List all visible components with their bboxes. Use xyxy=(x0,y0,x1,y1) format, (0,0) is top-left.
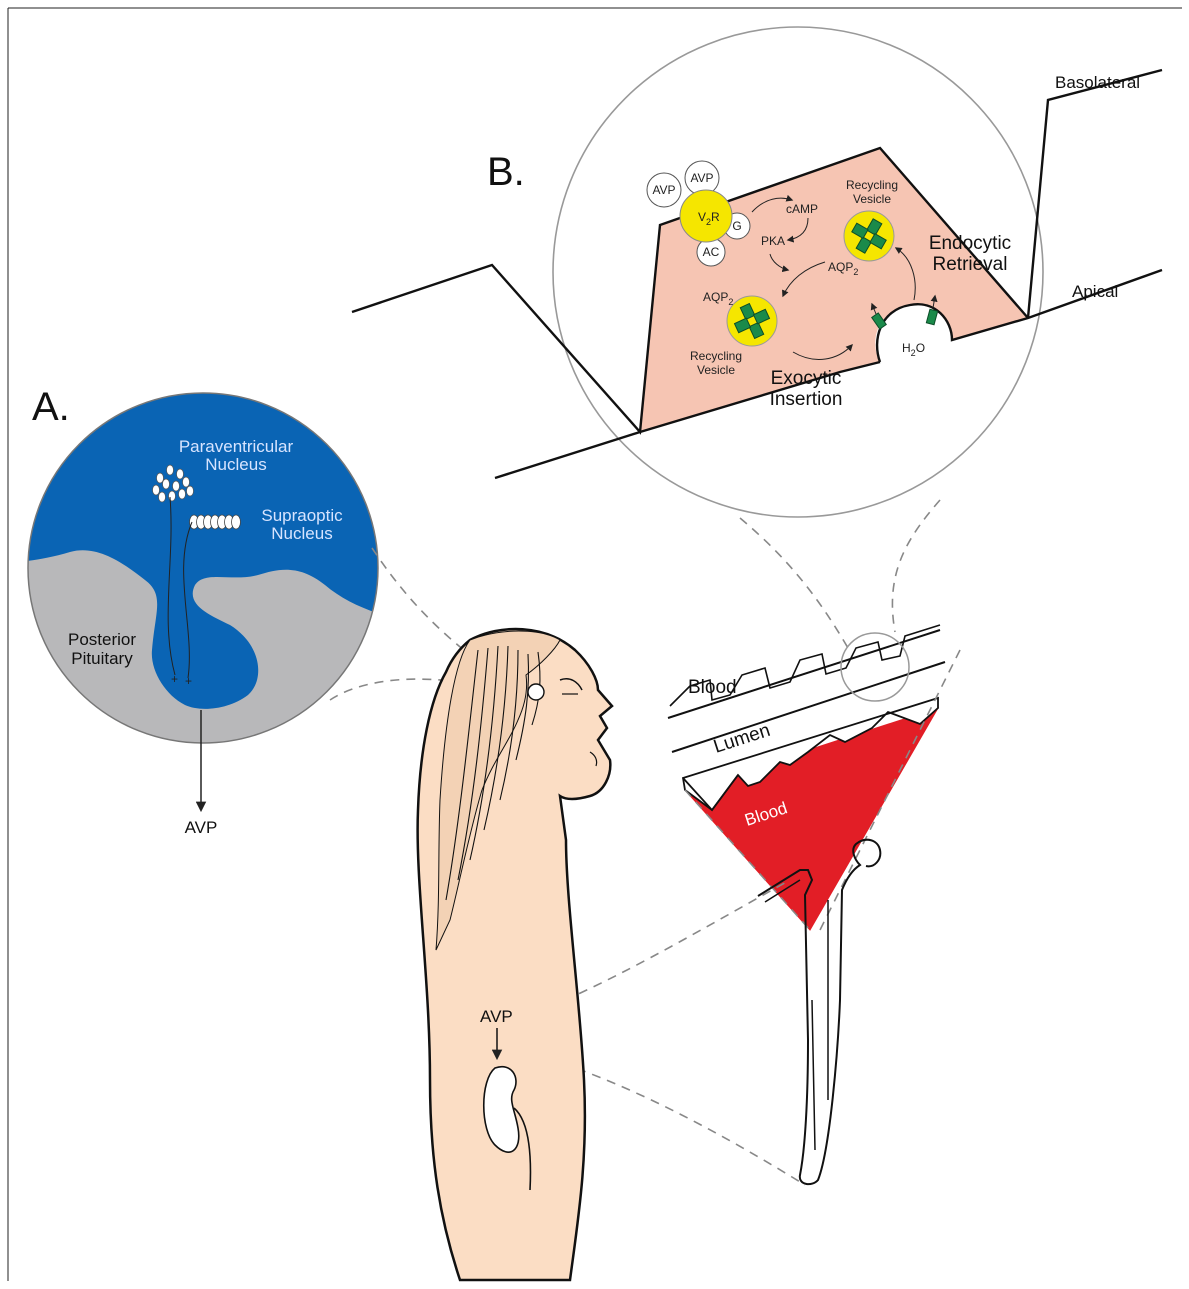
supraoptic-label-1: Supraoptic xyxy=(261,506,343,525)
recycling-vesicle-upper-label-1: Recycling xyxy=(846,178,898,192)
recycling-vesicle-upper-label-2: Vesicle xyxy=(853,192,891,206)
recycling-vesicle-upper xyxy=(844,211,894,261)
duct-inner-lines xyxy=(765,880,828,1150)
brain-inset: + + Paraventricular Nucleus Supraoptic N… xyxy=(20,380,400,837)
blood-upper-label: Blood xyxy=(688,677,737,698)
pka-label: PKA xyxy=(761,234,785,248)
vesicle-lower xyxy=(727,296,777,346)
basolateral-membrane-right xyxy=(1028,70,1162,318)
hypothalamus-marker xyxy=(528,684,544,700)
exocytic-label-1: Exocytic xyxy=(771,368,842,389)
recycling-vesicle-lower-label-1: Recycling xyxy=(690,349,742,363)
recycling-vesicle-lower xyxy=(727,296,777,346)
tubule-section: Blood Lumen Blood xyxy=(668,625,945,930)
avp-output-label: AVP xyxy=(185,818,218,837)
kidney-avp-label: AVP xyxy=(480,1007,513,1026)
endocytic-label-1: Endocytic xyxy=(929,233,1011,254)
exocytic-label-2: Insertion xyxy=(770,389,843,410)
panel-a-label: A. xyxy=(32,385,70,429)
paraventricular-label-2: Nucleus xyxy=(205,455,266,474)
avp-ligand-2-label: AVP xyxy=(690,171,713,185)
vesicle-upper xyxy=(844,211,894,261)
paraventricular-label-1: Paraventricular xyxy=(179,437,294,456)
supraoptic-label-2: Nucleus xyxy=(271,524,332,543)
apical-label: Apical xyxy=(1072,282,1118,301)
panel-b-label: B. xyxy=(487,150,525,194)
avp-ligand-1-label: AVP xyxy=(652,183,675,197)
supraoptic-cells xyxy=(190,515,241,529)
connector-cell-left xyxy=(740,518,848,648)
basolateral-label: Basolateral xyxy=(1055,73,1140,92)
plus-sign-2: + xyxy=(185,674,192,688)
camp-label: cAMP xyxy=(786,202,818,216)
posterior-pituitary-label-1: Posterior xyxy=(68,630,136,649)
g-protein-label: G xyxy=(732,219,741,233)
connector-cell-right xyxy=(892,500,940,632)
endocytic-label-2: Retrieval xyxy=(933,254,1008,275)
plus-sign-1: + xyxy=(171,672,178,686)
adenylyl-cyclase-label: AC xyxy=(703,245,720,259)
posterior-pituitary-label-2: Pituitary xyxy=(71,649,133,668)
recycling-vesicle-lower-label-2: Vesicle xyxy=(697,363,735,377)
human-figure: AVP xyxy=(418,629,612,1280)
